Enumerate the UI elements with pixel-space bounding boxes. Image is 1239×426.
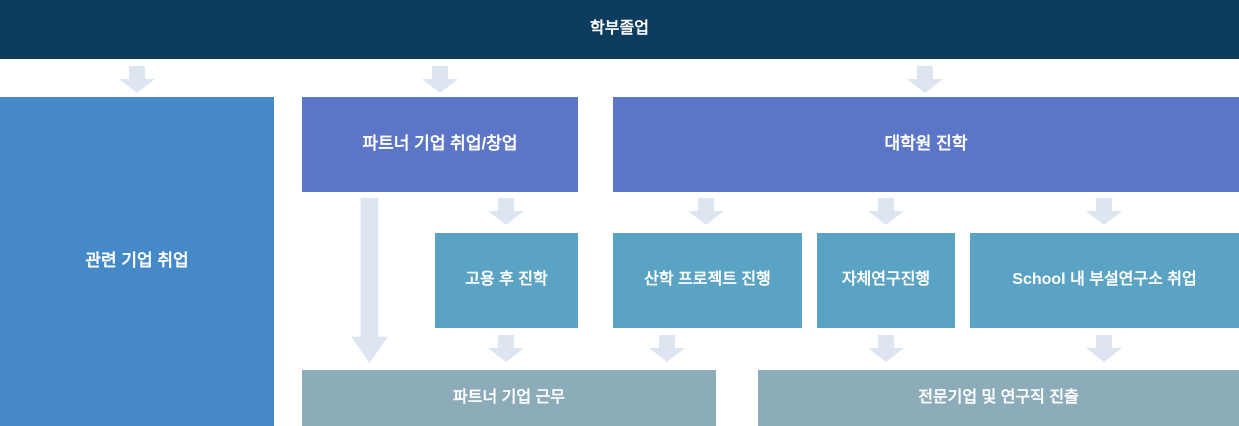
- study-after-hire-to-partner-work-arrow-icon: [488, 335, 524, 362]
- industry-project-to-partner-work-arrow-icon: [649, 335, 685, 362]
- graduation-to-grad-school-arrow-icon: [907, 66, 943, 93]
- partner-employment-to-partner-work-arrow-icon: [351, 198, 388, 363]
- node-partner-company-employment-label: 파트너 기업 취업/창업: [362, 134, 518, 154]
- node-school-research-institute-label: School 내 부설연구소 취업: [1012, 271, 1197, 289]
- node-partner-company-work: 파트너 기업 근무: [302, 370, 716, 426]
- graduation-to-related-employment-arrow-icon: [119, 66, 155, 93]
- node-professional-research-advance-label: 전문기업 및 연구직 진출: [918, 388, 1079, 406]
- node-industry-academic-project: 산학 프로젝트 진행: [613, 233, 802, 328]
- partner-employment-to-study-after-hire-arrow-icon: [488, 198, 524, 225]
- node-self-research-label: 자체연구진행: [841, 271, 931, 289]
- node-related-company-employment: 관련 기업 취업: [0, 97, 274, 426]
- node-professional-research-advance: 전문기업 및 연구직 진출: [758, 370, 1239, 426]
- node-self-research: 자체연구진행: [817, 233, 955, 328]
- node-undergraduate-graduation-label: 학부졸업: [590, 20, 649, 38]
- node-study-after-hire: 고용 후 진학: [435, 233, 578, 328]
- node-graduate-school: 대학원 진학: [613, 97, 1239, 192]
- school-institute-to-professional-advance-arrow-icon: [1086, 335, 1122, 362]
- self-research-to-professional-advance-arrow-icon: [868, 335, 904, 362]
- node-study-after-hire-label: 고용 후 진학: [465, 271, 548, 289]
- graduation-to-partner-employment-arrow-icon: [422, 66, 458, 93]
- node-partner-company-employment: 파트너 기업 취업/창업: [302, 97, 578, 192]
- grad-school-to-school-institute-arrow-icon: [1086, 198, 1122, 225]
- node-related-company-employment-label: 관련 기업 취업: [85, 251, 189, 271]
- node-industry-academic-project-label: 산학 프로젝트 진행: [644, 271, 771, 289]
- grad-school-to-industry-project-arrow-icon: [688, 198, 724, 225]
- node-graduate-school-label: 대학원 진학: [884, 134, 968, 154]
- node-undergraduate-graduation: 학부졸업: [0, 0, 1239, 59]
- node-partner-company-work-label: 파트너 기업 근무: [453, 388, 565, 406]
- node-school-research-institute: School 내 부설연구소 취업: [970, 233, 1239, 328]
- grad-school-to-self-research-arrow-icon: [868, 198, 904, 225]
